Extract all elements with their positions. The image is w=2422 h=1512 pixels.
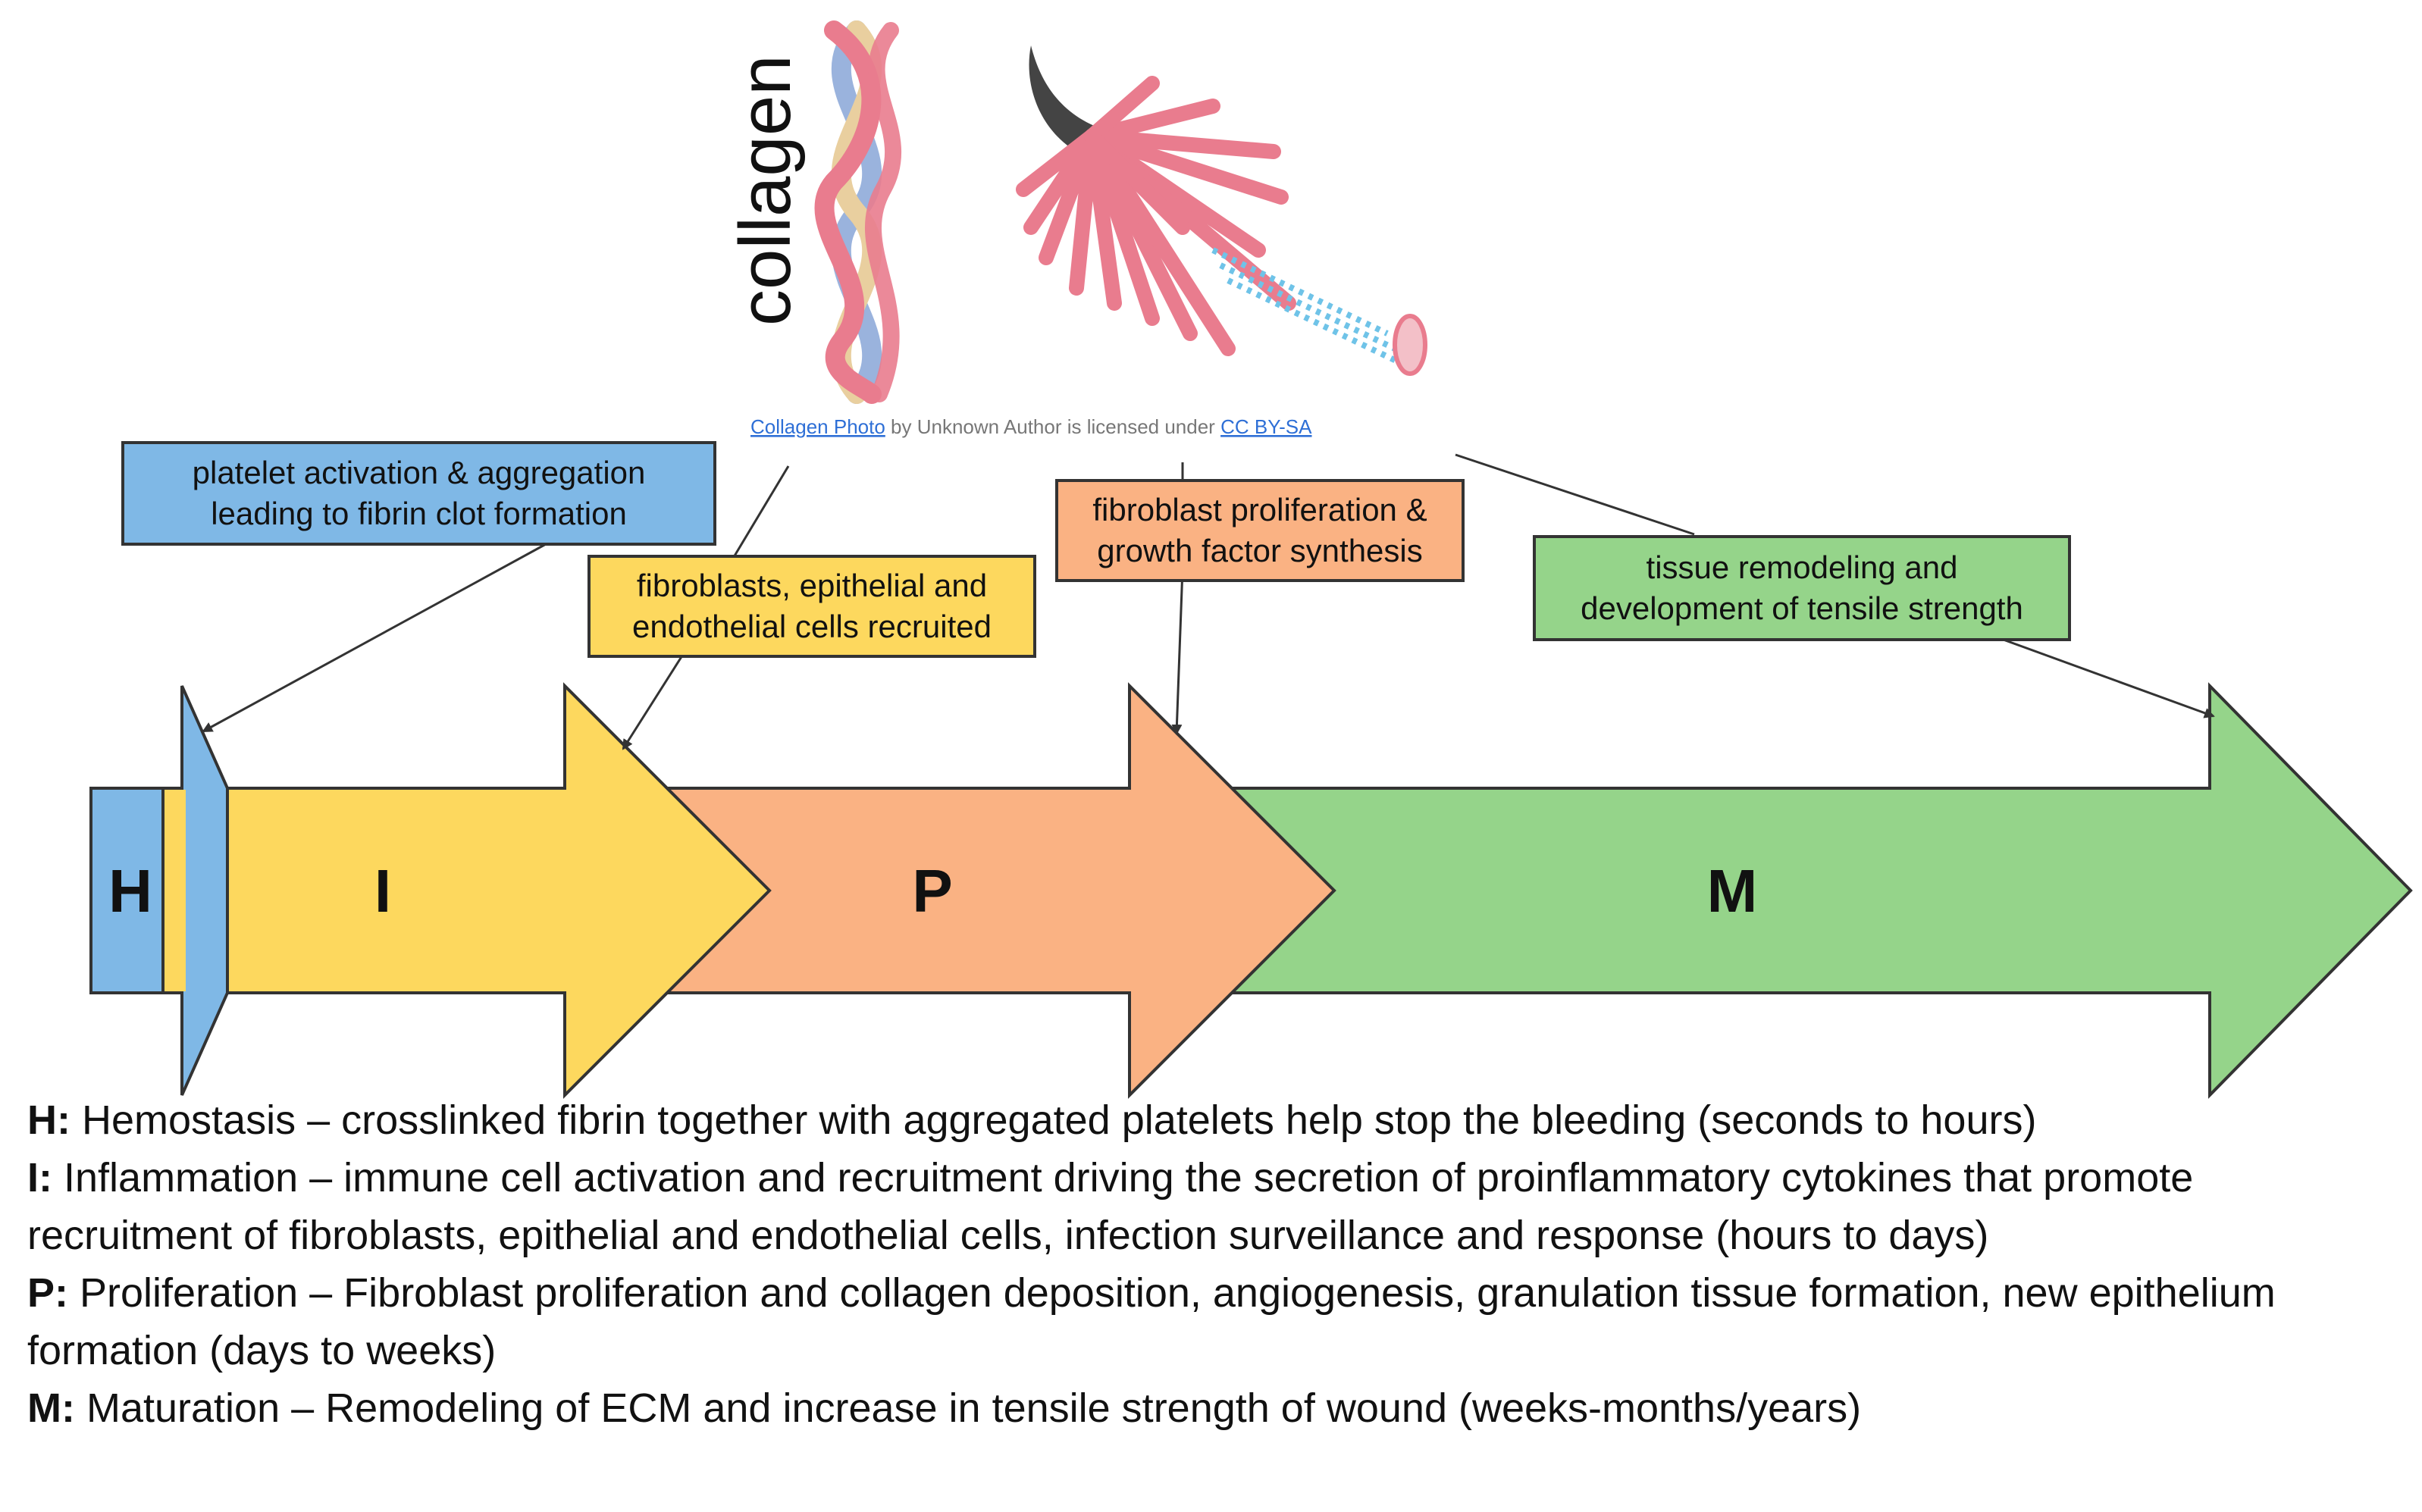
legend-proliferation: P: Proliferation – Fibroblast proliferat… bbox=[27, 1264, 2392, 1379]
phase-p-letter: P bbox=[912, 857, 952, 925]
cc-by-sa-link[interactable]: CC BY-SA bbox=[1220, 415, 1312, 438]
proliferation-connector bbox=[1171, 568, 1184, 735]
credit-middle-text: by Unknown Author is licensed under bbox=[885, 415, 1220, 438]
inflammation-callout-line2: endothelial cells recruited bbox=[632, 609, 992, 644]
hemostasis-callout-line2: leading to fibrin clot formation bbox=[211, 496, 627, 531]
legend-maturation: M: Maturation – Remodeling of ECM and in… bbox=[27, 1379, 2392, 1437]
legend-hemostasis: H: Hemostasis – crosslinked fibrin toget… bbox=[27, 1091, 2392, 1149]
maturation-callout-line2: development of tensile strength bbox=[1581, 590, 2023, 626]
inflammation-callout: fibroblasts, epithelial and endothelial … bbox=[587, 555, 1036, 658]
inflammation-callout-line1: fibroblasts, epithelial and bbox=[636, 568, 988, 603]
collagen-helix-illustration bbox=[814, 20, 901, 404]
maturation-callout-line1: tissue remodeling and bbox=[1646, 549, 1958, 585]
proliferation-callout: fibroblast proliferation & growth factor… bbox=[1055, 479, 1465, 582]
inflammation-connector bbox=[622, 655, 684, 750]
phase-h-letter: H bbox=[108, 857, 152, 925]
phase-i-letter: I bbox=[374, 857, 391, 925]
maturation-callout: tissue remodeling and development of ten… bbox=[1533, 535, 2071, 641]
phase-m-letter: M bbox=[1707, 857, 1758, 925]
credit-to-inflammation-connector bbox=[730, 465, 790, 562]
legend-maturation-text: Maturation – Remodeling of ECM and incre… bbox=[74, 1385, 1862, 1431]
phase-arrow-diagram: collagen Collagen Photo by Unknown Autho… bbox=[89, 20, 2413, 1099]
collagen-photo-link[interactable]: Collagen Photo bbox=[750, 415, 885, 438]
photo-credit: Collagen Photo by Unknown Author is lice… bbox=[750, 415, 1312, 438]
legend-inflammation-key: I: bbox=[27, 1155, 52, 1201]
legend-proliferation-key: P: bbox=[27, 1270, 68, 1316]
hemostasis-arrow bbox=[89, 685, 229, 1096]
legend-maturation-key: M: bbox=[27, 1385, 75, 1431]
collagen-label: collagen bbox=[725, 55, 806, 326]
collagen-fiber-bundle-illustration bbox=[1016, 45, 1427, 376]
hemostasis-callout-line1: platelet activation & aggregation bbox=[192, 455, 646, 490]
legend-hemostasis-text: Hemostasis – crosslinked fibrin together… bbox=[70, 1097, 2037, 1143]
hemostasis-callout: platelet activation & aggregation leadin… bbox=[121, 441, 716, 546]
callout-connectors bbox=[202, 453, 2215, 750]
maturation-arrow bbox=[1204, 682, 2413, 1099]
hemostasis-connector bbox=[202, 543, 547, 733]
proliferation-arrow bbox=[643, 682, 1336, 1099]
legend-hemostasis-key: H: bbox=[27, 1097, 70, 1143]
maturation-connector bbox=[2001, 637, 2215, 718]
proliferation-callout-line1: fibroblast proliferation & bbox=[1092, 492, 1427, 527]
proliferation-callout-line2: growth factor synthesis bbox=[1097, 533, 1423, 568]
legend-proliferation-text: Proliferation – Fibroblast proliferation… bbox=[27, 1270, 2276, 1373]
inflammation-arrow bbox=[161, 682, 772, 1099]
legend-inflammation: I: Inflammation – immune cell activation… bbox=[27, 1149, 2392, 1264]
credit-to-maturation-connector bbox=[1455, 453, 1695, 536]
legend-inflammation-text: Inflammation – immune cell activation an… bbox=[27, 1155, 2194, 1258]
phase-legend: H: Hemostasis – crosslinked fibrin toget… bbox=[27, 1091, 2392, 1437]
